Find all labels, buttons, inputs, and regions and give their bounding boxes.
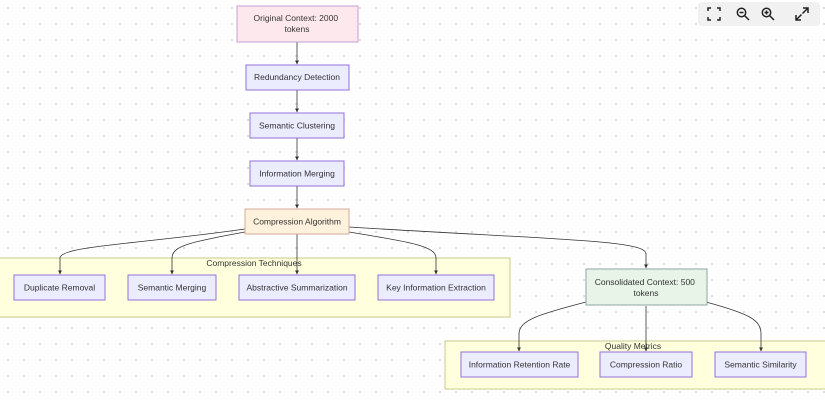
node-label-semantic-merging: Semantic Merging: [138, 283, 207, 293]
node-label-consolidated-context-line1: Consolidated Context: 500: [595, 277, 695, 287]
node-key-information-extraction[interactable]: Key Information Extraction: [377, 274, 495, 301]
node-label-information-retention-rate: Information Retention Rate: [469, 360, 571, 370]
edge-consolidated-to-similarity: [705, 301, 763, 352]
node-duplicate-removal[interactable]: Duplicate Removal: [13, 274, 106, 301]
node-original-context[interactable]: Original Context: 2000 tokens: [236, 5, 359, 43]
node-label-key-information-extraction: Key Information Extraction: [386, 283, 486, 293]
node-compression-algorithm[interactable]: Compression Algorithm: [244, 208, 350, 235]
fullscreen-icon: [707, 7, 721, 21]
edge-compression-to-consolidated: [348, 226, 648, 269]
group-label-quality-metrics: Quality Metrics: [605, 341, 661, 351]
node-semantic-merging[interactable]: Semantic Merging: [127, 274, 217, 301]
node-label-compression-ratio: Compression Ratio: [610, 360, 683, 370]
edges: [58, 42, 763, 352]
node-label-consolidated-context-line2: tokens: [633, 288, 658, 298]
node-label-original-context-line1: Original Context: 2000: [254, 13, 339, 23]
group-label-compression-techniques: Compression Techniques: [206, 258, 301, 268]
node-label-information-merging: Information Merging: [259, 169, 335, 179]
expand-icon: [795, 7, 809, 21]
node-redundancy-detection[interactable]: Redundancy Detection: [245, 64, 350, 91]
node-label-original-context-line2: tokens: [284, 24, 309, 34]
node-abstractive-summarization[interactable]: Abstractive Summarization: [238, 274, 356, 301]
node-semantic-clustering[interactable]: Semantic Clustering: [249, 112, 345, 139]
zoom-out-icon: [736, 7, 750, 21]
node-label-consolidated-context: Consolidated Context: 500 tokens: [595, 277, 698, 298]
node-label-semantic-similarity: Semantic Similarity: [724, 360, 797, 370]
node-label-duplicate-removal: Duplicate Removal: [24, 283, 95, 293]
node-label-compression-algorithm: Compression Algorithm: [253, 217, 341, 227]
view-toolbar: [698, 2, 820, 26]
edge-compression-to-semantic-merging: [170, 231, 246, 275]
zoom-in-button[interactable]: [756, 2, 780, 26]
node-consolidated-context[interactable]: Consolidated Context: 500 tokens: [585, 268, 708, 306]
fullscreen-button[interactable]: [702, 2, 726, 26]
zoom-out-button[interactable]: [731, 2, 755, 26]
node-label-abstractive-summarization: Abstractive Summarization: [246, 283, 347, 293]
edge-compression-to-key-information: [348, 231, 438, 275]
node-label-semantic-clustering: Semantic Clustering: [259, 121, 335, 131]
node-label-original-context: Original Context: 2000 tokens: [254, 13, 341, 34]
node-information-merging[interactable]: Information Merging: [249, 160, 345, 187]
expand-button[interactable]: [790, 2, 814, 26]
edge-compression-to-duplicate-removal: [58, 228, 246, 275]
node-label-redundancy-detection: Redundancy Detection: [254, 72, 340, 82]
node-compression-ratio[interactable]: Compression Ratio: [599, 351, 693, 378]
zoom-in-icon: [761, 7, 775, 21]
node-semantic-similarity[interactable]: Semantic Similarity: [714, 351, 807, 378]
edge-consolidated-to-retention: [517, 301, 587, 352]
node-information-retention-rate[interactable]: Information Retention Rate: [460, 351, 579, 378]
